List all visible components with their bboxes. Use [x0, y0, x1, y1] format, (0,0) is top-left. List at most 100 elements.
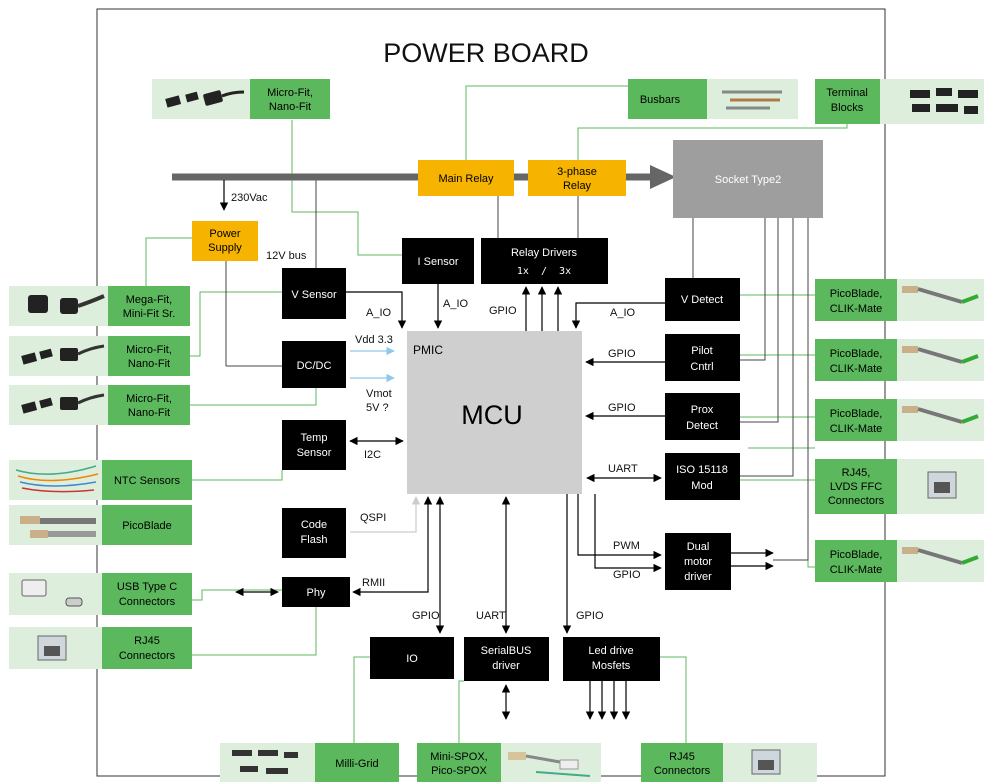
temp-sensor-label-1: Temp [301, 432, 328, 444]
mega-fit-connector-icon [28, 294, 105, 314]
bus-12v-label: 12V bus [266, 250, 307, 262]
vdd-label: Vdd 3.3 [355, 334, 393, 346]
pico-clik-4-label-2: CLIK-Mate [830, 564, 883, 576]
connector-pico-clik-3: PicoBlade, CLIK-Mate [815, 399, 984, 441]
connector-ntc-sensors: NTC Sensors [9, 460, 192, 500]
relay-drivers-label-2: 1x / 3x [517, 266, 571, 277]
qspi-label: QSPI [360, 512, 386, 524]
connector-rj45-left: RJ45 Connectors [9, 627, 192, 669]
led-drive-box: Led drive Mosfets [563, 637, 660, 681]
serialbus-label-1: SerialBUS [481, 645, 532, 657]
pico-clik-connector-icon-2 [902, 346, 979, 364]
dcdc-label: DC/DC [297, 360, 332, 372]
a-io-right-label: A_IO [610, 307, 636, 319]
pilot-cntrl-label-1: Pilot [691, 345, 712, 357]
temp-sensor-label-2: Sensor [297, 447, 332, 459]
rj45-lvds-label-3: Connectors [828, 495, 885, 507]
power-supply-box: Power Supply [192, 221, 258, 261]
relay-drivers-label-1: Relay Drivers [511, 247, 578, 259]
vmot-label-1: Vmot [366, 388, 392, 400]
i-sensor-box: I Sensor [402, 238, 474, 284]
gpio-led-label: GPIO [576, 610, 604, 622]
pico-clik-3-label-1: PicoBlade, [830, 408, 883, 420]
rj45-lvds-label-1: RJ45, [842, 467, 871, 479]
uart-serial-label: UART [476, 610, 506, 622]
code-flash-label-1: Code [301, 519, 327, 531]
pico-clik-2-label-2: CLIK-Mate [830, 363, 883, 375]
serialbus-driver-box: SerialBUS driver [464, 637, 549, 681]
mcu-box: PMIC MCU [407, 331, 582, 494]
usb-c-label-2: Connectors [119, 596, 176, 608]
connector-mini-spox: Mini-SPOX, Pico-SPOX [417, 743, 601, 782]
v-detect-label: V Detect [681, 294, 723, 306]
iso15118-label-1: ISO 15118 [676, 464, 728, 476]
terminal-block-icon [910, 88, 978, 114]
led-drive-label-1: Led drive [588, 645, 633, 657]
vmot-label-2: 5V ? [366, 402, 389, 414]
connector-milli-grid: Milli-Grid [220, 743, 399, 782]
three-phase-relay-label-1: 3-phase [557, 166, 597, 178]
micro-nano-2-label-1: Micro-Fit, [126, 393, 172, 405]
connector-terminal-blocks: Terminal Blocks [815, 79, 984, 124]
terminal-blocks-label-2: Blocks [831, 102, 864, 114]
micro-nano-1-label-2: Nano-Fit [128, 358, 170, 370]
micro-nano-1-label-1: Micro-Fit, [126, 344, 172, 356]
main-relay-label: Main Relay [438, 173, 494, 185]
signal-labels: A_IO A_IO GPIO A_IO Vdd 3.3 Vmot 5V ? I2… [355, 298, 641, 622]
connector-micro-nano-1: Micro-Fit, Nano-Fit [9, 336, 190, 376]
pico-clik-connector-icon-3 [902, 406, 979, 424]
socket-label: Socket Type2 [715, 174, 781, 186]
main-relay-box: Main Relay [418, 160, 514, 196]
signal-wires [225, 178, 809, 561]
power-supply-label-1: Power [209, 228, 241, 240]
io-box: IO [370, 637, 454, 679]
dual-motor-driver-box: Dual motor driver [665, 533, 731, 590]
connector-picoblade: PicoBlade [9, 505, 192, 545]
micro-fit-connector-icon-2 [21, 393, 105, 414]
picoblade-connector-icon [20, 516, 96, 538]
pico-clik-1-label-2: CLIK-Mate [830, 303, 883, 315]
socket-box: Socket Type2 [673, 140, 823, 218]
mini-spox-connector-icon [508, 752, 591, 777]
prox-detect-box: Prox Detect [665, 393, 740, 440]
mcu-label: MCU [461, 400, 523, 430]
gpio-motor-label: GPIO [613, 569, 641, 581]
busbars-label: Busbars [640, 94, 681, 106]
pico-clik-3-label-2: CLIK-Mate [830, 423, 883, 435]
milli-grid-connector-icon [232, 750, 298, 774]
pico-clik-2-label-1: PicoBlade, [830, 348, 883, 360]
rj45-bottom-label-1: RJ45 [669, 751, 695, 763]
io-label: IO [406, 653, 418, 665]
mini-spox-label-1: Mini-SPOX, [430, 751, 487, 763]
page-title: POWER BOARD [383, 38, 589, 68]
power-supply-label-2: Supply [208, 242, 242, 254]
serialbus-label-2: driver [492, 660, 520, 672]
led-drive-label-2: Mosfets [592, 660, 631, 672]
qspi-arrow [350, 496, 421, 533]
a-io-top-label: A_IO [443, 298, 469, 310]
temp-sensor-box: Temp Sensor [282, 420, 346, 470]
i2c-label: I2C [364, 449, 381, 461]
prox-detect-label-1: Prox [691, 404, 714, 416]
gpio-top-label: GPIO [489, 305, 517, 317]
usb-c-connector-icon [21, 579, 83, 607]
connector-usb-type-c: USB Type C Connectors [9, 573, 192, 615]
mains-voltage-label: 230Vac [231, 192, 268, 204]
milli-grid-label: Milli-Grid [335, 758, 378, 770]
connector-busbars: Busbars [628, 79, 798, 119]
micro-fit-connector-icon [165, 90, 245, 108]
v-sensor-box: V Sensor [282, 268, 346, 319]
rj45-jack-icon-bottom [751, 749, 781, 775]
rj45-jack-icon-right [927, 471, 957, 499]
busbar-icon [722, 90, 782, 110]
micro-fit-connector-icon-1 [21, 344, 105, 365]
micro-nano-top-label-1: Micro-Fit, [267, 87, 313, 99]
usb-c-label-1: USB Type C [117, 581, 177, 593]
rj45-bottom-label-2: Connectors [654, 765, 711, 777]
pico-clik-connector-icon-4 [902, 547, 979, 565]
rj45-lvds-label-2: LVDS FFC [830, 481, 882, 493]
three-phase-relay-label-2: Relay [563, 180, 592, 192]
dual-motor-label-2: motor [684, 556, 712, 568]
rmii-label: RMII [362, 577, 385, 589]
